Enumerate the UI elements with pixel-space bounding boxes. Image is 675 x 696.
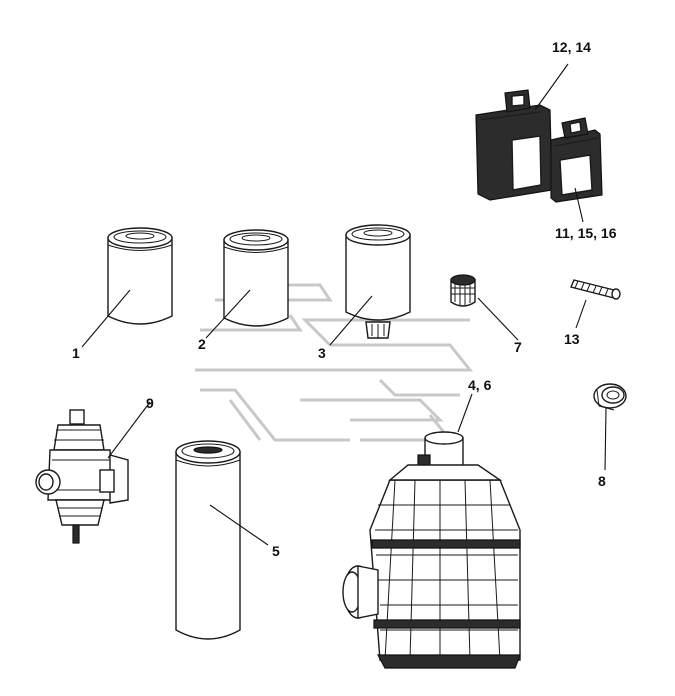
- label-4-6: 4, 6: [468, 377, 492, 393]
- label-11-15-16: 11, 15, 16: [555, 225, 617, 241]
- label-12-14: 12, 14: [552, 39, 591, 55]
- filter-part-3: [345, 224, 411, 339]
- leader-lines: [81, 63, 607, 546]
- label-9: 9: [146, 395, 154, 411]
- rod-part-13: [570, 279, 621, 300]
- filter-part-5: [175, 440, 241, 640]
- label-5: 5: [272, 543, 280, 559]
- filter-part-1: [107, 227, 173, 325]
- label-8: 8: [598, 473, 606, 489]
- label-3: 3: [318, 345, 326, 361]
- filter-part-7: [450, 274, 476, 307]
- label-2: 2: [198, 336, 206, 352]
- air-filter-part-4-6: [342, 431, 521, 669]
- cap-part-8: [593, 383, 627, 411]
- filter-housing-part-9: [35, 409, 129, 544]
- label-7: 7: [514, 339, 522, 355]
- label-13: 13: [564, 331, 580, 347]
- label-1: 1: [72, 345, 80, 361]
- oil-canister-icon: [475, 89, 603, 203]
- filter-part-2: [223, 229, 289, 327]
- callout-labels: 1 2 3 4, 6 5 7 8 9 11, 15, 16 12, 14 13: [72, 39, 617, 559]
